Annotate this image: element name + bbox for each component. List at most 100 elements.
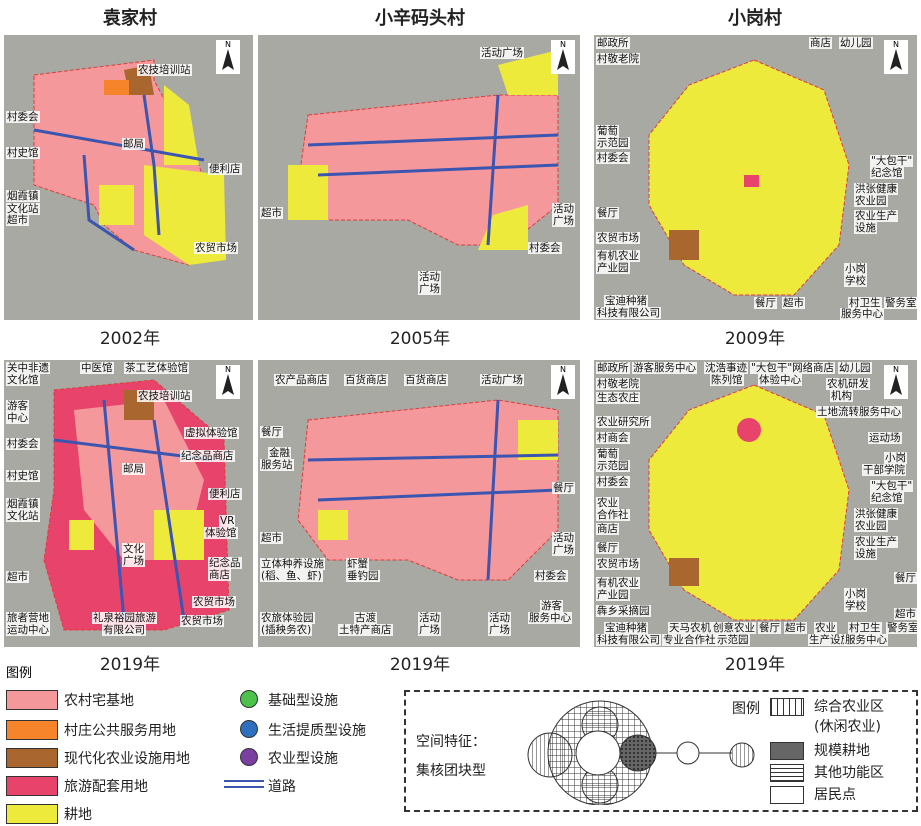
label-guanzhong-1: 关中非遗 <box>6 362 50 374</box>
label-supermarket-1: 超市 <box>894 608 917 620</box>
label-ferry-2: 土特产商店 <box>338 624 393 636</box>
label-culture-station: 文化站 <box>6 203 40 215</box>
north-arrow: N <box>216 365 240 399</box>
label-village-committee: 村委会 <box>528 242 562 254</box>
year-2005: 2005年 <box>389 329 451 349</box>
label-activity-square-4a: 活动 <box>488 612 511 624</box>
label-village-committee: 村委会 <box>596 476 630 488</box>
label-organic-2: 产业园 <box>596 262 630 274</box>
legend-leisure-agri: (休闲农业) <box>814 719 881 735</box>
label-organic-1: 有机农业 <box>596 577 640 589</box>
label-agri-research: 农业研究所 <box>596 416 651 428</box>
map-xiaoxin-2019: N 农产品商店 百货商店 百货商店 活动广场 餐厅 金融 服务站 餐厅 超市 活… <box>258 360 580 647</box>
label-post-office: 邮局 <box>122 463 145 475</box>
spatial-legend-title: 图例 <box>732 701 760 717</box>
label-hongzhang-1: 洪张健康 <box>854 183 898 195</box>
label-picking-garden: 犇乡采摘园 <box>596 605 651 617</box>
legend-agri: 农业型设施 <box>268 751 338 767</box>
map-yuanjia-2002-drawing <box>33 59 226 266</box>
swatch-residential <box>6 690 58 710</box>
label-vr-1: VR <box>219 515 236 527</box>
label-visitor-center: 游客服务中心 <box>632 362 697 374</box>
label-restaurant-1: 餐厅 <box>596 542 619 554</box>
legend-residential: 农村宅基地 <box>64 693 134 709</box>
label-activity-square-2b: 广场 <box>552 215 575 227</box>
label-school-2: 学校 <box>844 275 867 287</box>
label-shop: 商店 <box>809 37 832 49</box>
label-fishing-2: 垂钓园 <box>346 570 380 582</box>
label-activity-square-2a: 活动 <box>552 532 575 544</box>
label-land-transfer: 土地流转服务中心 <box>816 406 902 418</box>
label-agri-training: 农技培训站 <box>137 64 192 76</box>
label-dabaogan-net-1: "大包干"网络 <box>750 362 815 374</box>
spatial-label-1: 空间特征： <box>416 734 486 750</box>
label-agri-prod-1: 农业生产 <box>854 210 898 222</box>
label-agri-shop: 农产品商店 <box>274 374 329 386</box>
label-restaurant-2: 餐厅 <box>552 482 575 494</box>
legend-residential-point: 居民点 <box>814 787 856 803</box>
label-souvenir-1: 纪念品商店 <box>180 450 235 462</box>
swatch-farmland <box>6 804 58 824</box>
label-coop-2: 合作社 <box>596 509 630 521</box>
label-agritour-1: 农旅体验园 <box>260 612 315 624</box>
map-yuanjia-2019-drawing <box>43 379 230 631</box>
label-activity-square-3b: 广场 <box>418 283 441 295</box>
label-activity-square-4b: 广场 <box>488 624 511 636</box>
label-virtual-hall: 虚拟体验馆 <box>184 427 239 439</box>
label-supermarket: 超市 <box>6 571 29 583</box>
label-kindergarten: 幼儿园 <box>839 37 873 49</box>
label-cadre-school-1: 小岗 <box>884 452 907 464</box>
label-ferry-1: 古渡 <box>354 612 377 624</box>
label-history-hall: 村史馆 <box>6 147 40 159</box>
label-culture-station: 文化站 <box>6 510 40 522</box>
label-stereo-farm-2: (稻、鱼、虾) <box>260 570 323 582</box>
label-dabaogan-1: "大包干" <box>870 480 914 492</box>
label-elder-home: 村敬老院 <box>596 53 640 65</box>
label-farm-market: 农贸市场 <box>596 558 640 570</box>
label-supermarket: 超市 <box>260 532 283 544</box>
label-shop-2: 商店 <box>596 523 619 535</box>
year-2009: 2009年 <box>724 329 786 349</box>
legend-tourism: 旅游配套用地 <box>64 779 148 795</box>
legend-life: 生活提质型设施 <box>268 723 366 739</box>
label-souvenir-3: 商店 <box>208 569 231 581</box>
label-tianma-2: 专业合作社 <box>662 634 717 646</box>
label-stereo-farm-1: 立体种养设施 <box>260 558 325 570</box>
label-agritour-2: (插秧务农) <box>260 624 313 636</box>
label-dabaogan-2: 纪念馆 <box>870 492 904 504</box>
label-convenience-store: 便利店 <box>208 163 242 175</box>
label-activity-square-1: 活动广场 <box>480 47 524 59</box>
label-dabaogan-2: 纪念馆 <box>870 167 904 179</box>
swatch-integrated-agri <box>770 698 804 716</box>
legend-road: 道路 <box>268 779 296 795</box>
label-farm-market-1: 农贸市场 <box>192 596 236 608</box>
label-dept-store-2: 百货商店 <box>404 374 448 386</box>
label-police: 警务室 <box>884 297 917 309</box>
legend-modern-agri: 现代化农业设施用地 <box>64 751 190 767</box>
title-xiaogang: 小岗村 <box>728 8 782 29</box>
label-baodi-1: 宝迪种猪 <box>604 622 648 634</box>
label-creative-agri-1: 创意农业 <box>712 622 756 634</box>
title-yuanjia: 袁家村 <box>103 8 157 29</box>
label-finance-1: 金融 <box>268 447 291 459</box>
label-cadre-school-2: 干部学院 <box>862 464 906 476</box>
swatch-other-zone <box>770 764 804 782</box>
label-supermarket-2: 超市 <box>784 622 807 634</box>
label-baodi-1: 宝迪种猪 <box>604 295 648 307</box>
label-clinic-1: 村卫生 <box>848 622 882 634</box>
label-clinic-1: 村卫生 <box>848 297 882 309</box>
map-yuanjia-2002: N 农技培训站 村委会 邮局 村史馆 便利店 烟霞镇 文化站 超市 农贸市场 <box>4 35 253 320</box>
map-xiaoxin-2019-drawing <box>297 399 559 581</box>
label-visitor-center-1: 游客 <box>540 600 563 612</box>
label-yanxia-town: 烟霞镇 <box>6 498 40 510</box>
label-camp-2: 运动中心 <box>6 624 50 636</box>
label-school-1: 小岗 <box>844 263 867 275</box>
legend-basic: 基础型设施 <box>268 693 338 709</box>
label-eco-farm: 生态农庄 <box>596 392 640 404</box>
legend-integrated-agri: 综合农业区 <box>814 699 884 715</box>
label-grape-1: 葡萄 <box>596 448 619 460</box>
swatch-modern-agri <box>6 748 58 768</box>
legend-title: 图例 <box>6 666 33 681</box>
label-chamber: 村商会 <box>596 432 630 444</box>
label-visitor-2: 中心 <box>6 412 29 424</box>
